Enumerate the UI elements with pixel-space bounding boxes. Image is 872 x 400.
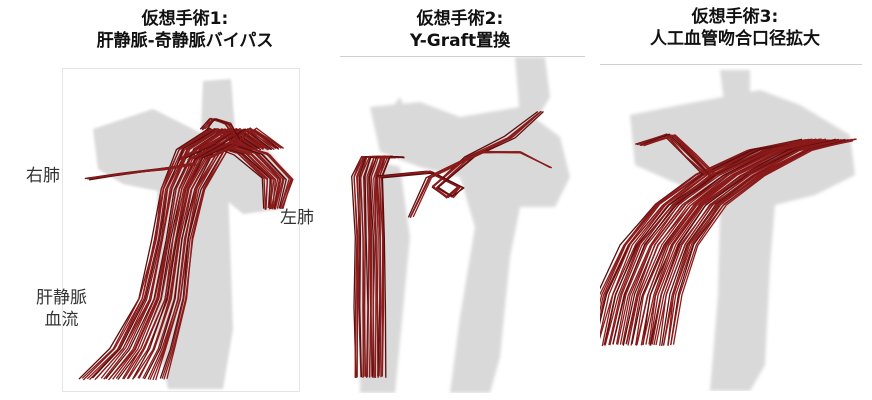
panel-1-streamline-render (63, 69, 299, 391)
panel-3-title-line2: 人工血管吻合口径拡大 (615, 28, 855, 50)
hepatic-flow-label: 肝静脈 血流 (36, 287, 87, 331)
panel-3-title-line1: 仮想手術3: (692, 7, 779, 27)
panel-1-title: 仮想手術1: 肝静脈-奇静脈バイパス (70, 8, 300, 52)
vessel-silhouette (360, 57, 570, 393)
panel-3-streamline-render (600, 65, 862, 391)
hepatic-flow-label-line2: 血流 (36, 309, 87, 331)
panel-2-image (340, 56, 585, 393)
left-lung-label: 左肺 (280, 207, 314, 229)
panel-3-image (600, 64, 862, 391)
panel-1-title-line2: 肝静脈-奇静脈バイパス (70, 30, 300, 52)
panel-1-title-line1: 仮想手術1: (142, 9, 229, 29)
panel-2-title-line2: Y-Graft置換 (340, 30, 580, 52)
panel-1-image (62, 68, 300, 392)
panel-2-streamline-render (340, 57, 585, 393)
panel-2-title-line1: 仮想手術2: (417, 9, 504, 29)
hepatic-flow-label-line1: 肝静脈 (36, 287, 87, 309)
right-lung-label: 右肺 (26, 165, 60, 187)
panel-3-title: 仮想手術3: 人工血管吻合口径拡大 (615, 6, 855, 50)
panel-2-title: 仮想手術2: Y-Graft置換 (340, 8, 580, 52)
